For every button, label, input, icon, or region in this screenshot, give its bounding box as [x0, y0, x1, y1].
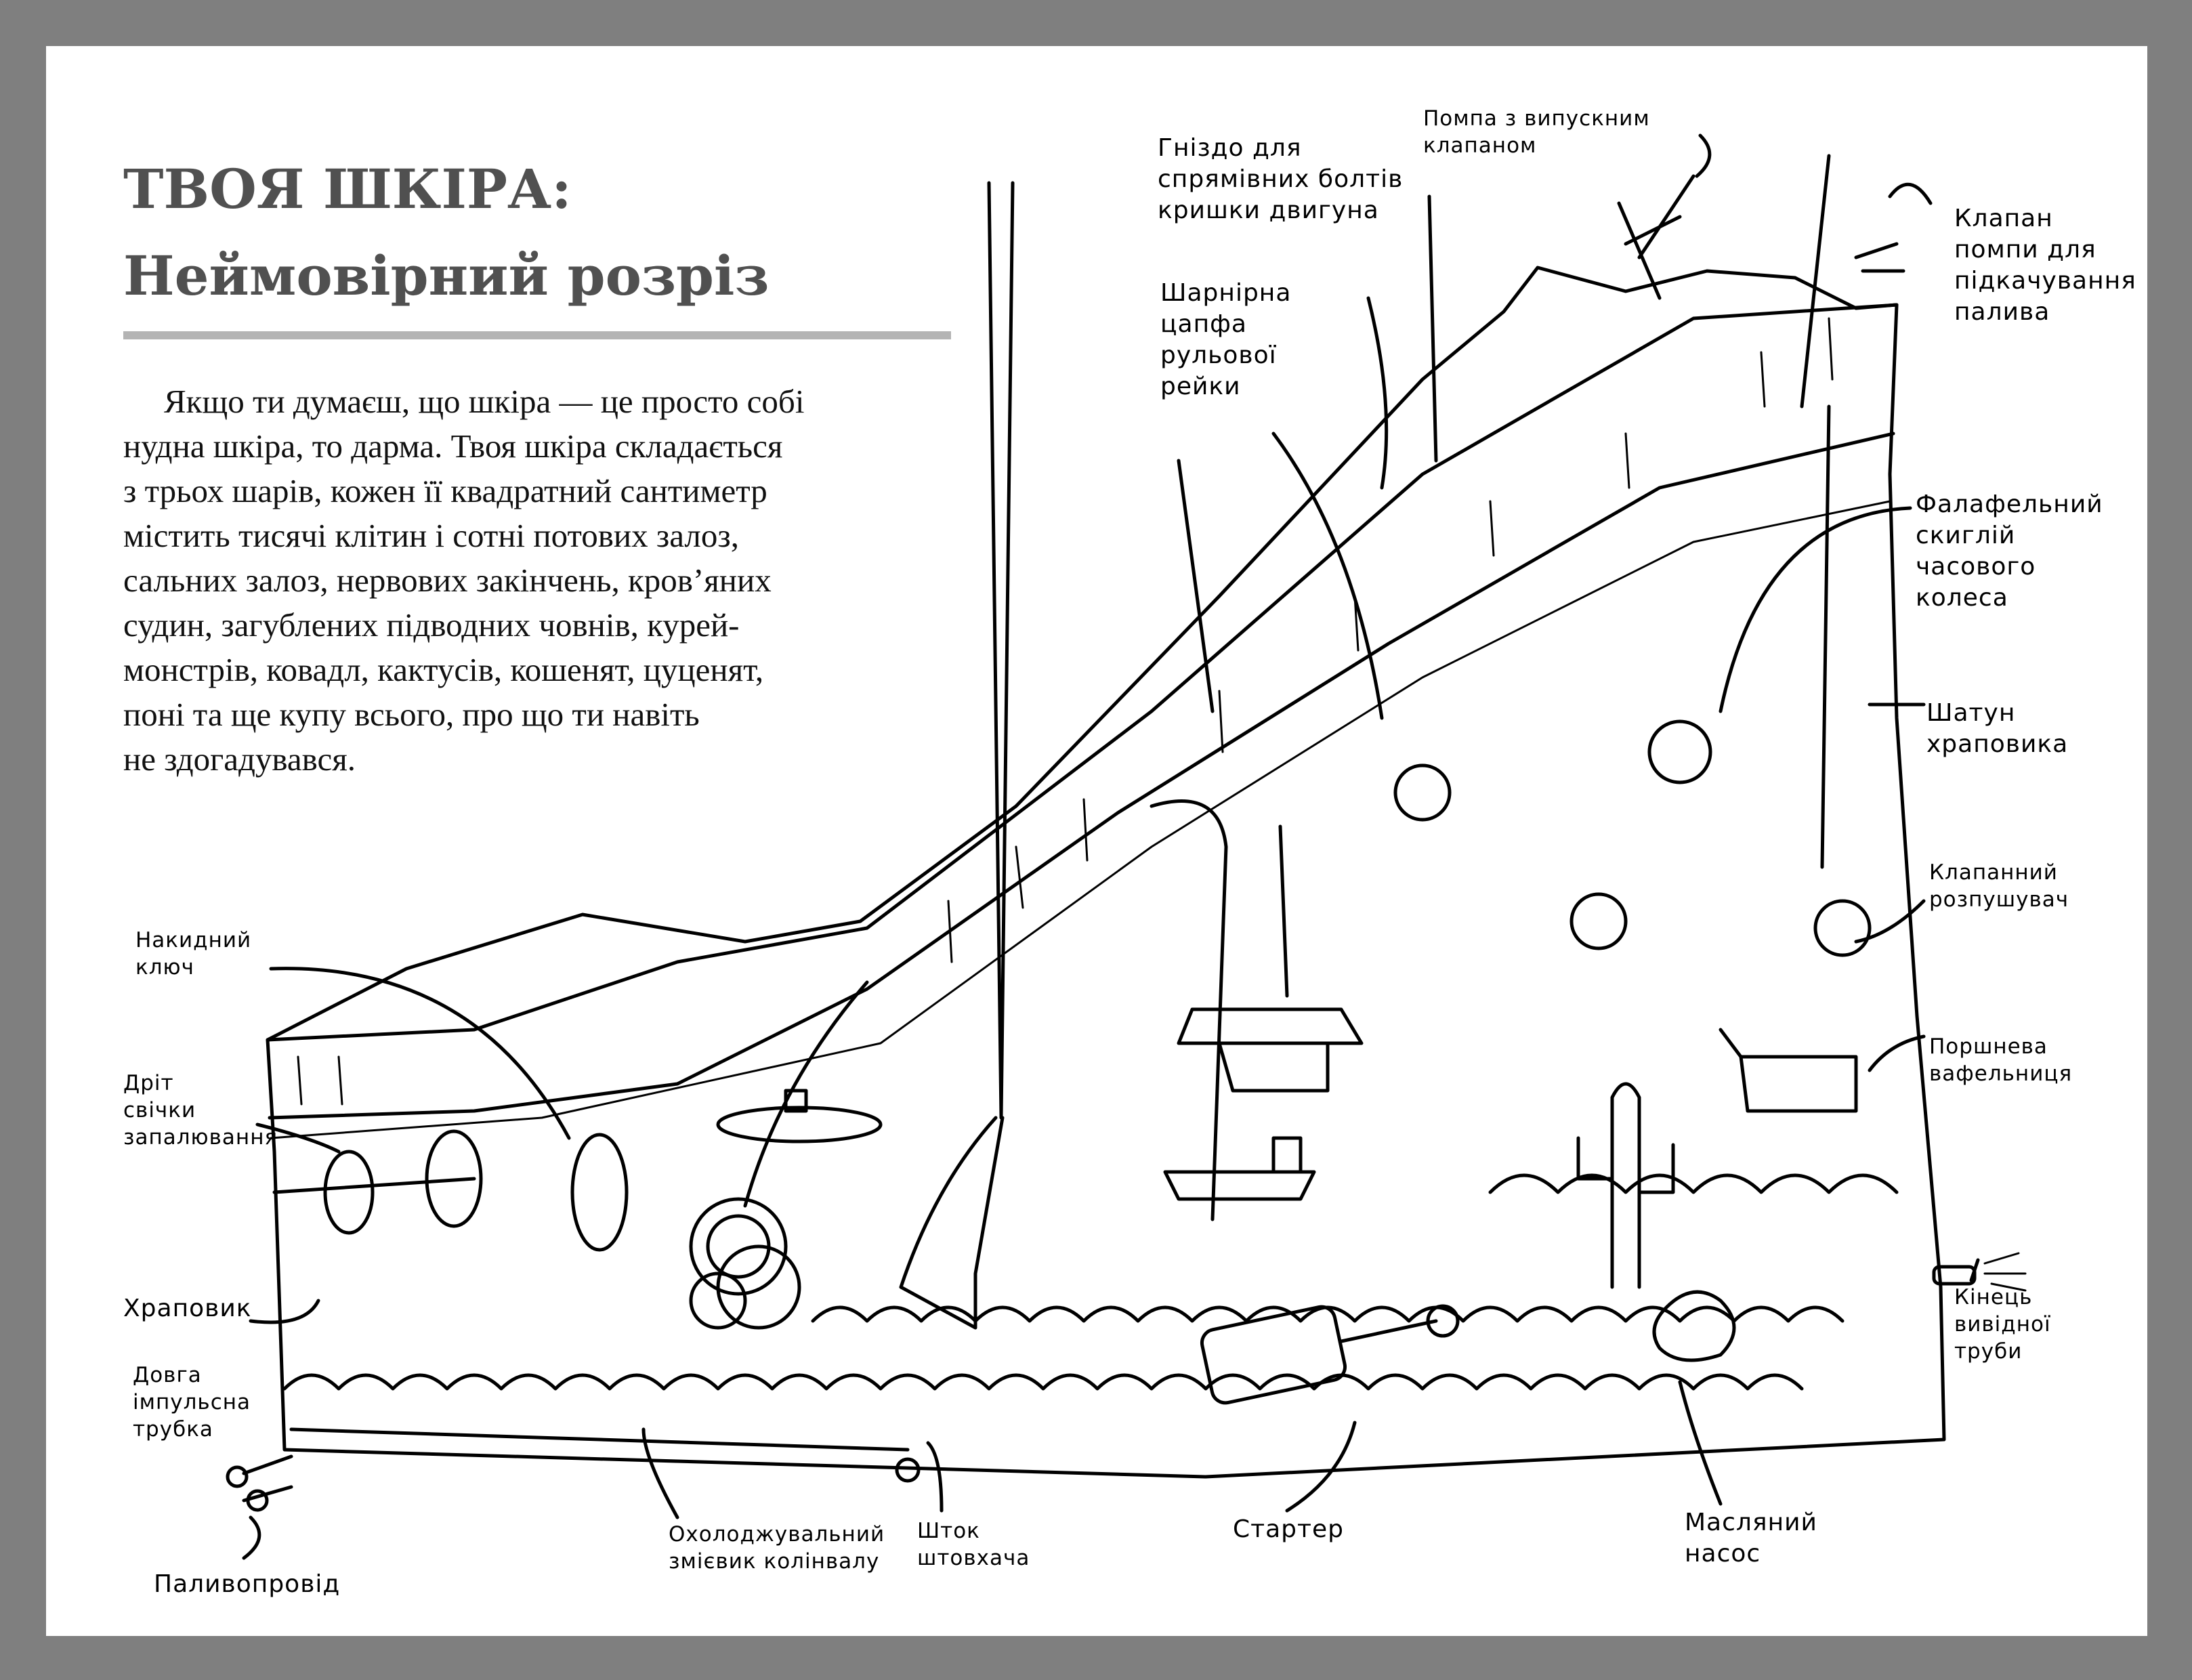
- intro-paragraph: Якщо ти думаєш, що шкіра — це просто соб…: [123, 379, 804, 782]
- label-falafel-whine-wheel: Фалафельний скиглій часового колеса: [1916, 490, 2103, 612]
- paragraph-line: судин, загублених підводних човнів, куре…: [123, 606, 740, 644]
- paragraph-line: сальних залоз, нервових закінчень, кров’…: [123, 562, 772, 599]
- hypodermis-line: [272, 799, 1228, 1221]
- title-line-2: Неймовірний розріз: [123, 244, 770, 308]
- gland: [570, 1133, 629, 1252]
- fuel-line-pipe: [242, 1427, 910, 1503]
- leader-lines: [242, 133, 1980, 1560]
- label-ratchet: Храповик: [123, 1295, 252, 1322]
- label-pump-with-release-valve: Помпа з випускним клапаном: [1423, 106, 1650, 158]
- kitten-icon: [1647, 719, 1712, 784]
- skin-block-outline: [266, 266, 1946, 1479]
- paragraph-line: Якщо ти думаєш, що шкіра — це просто соб…: [164, 383, 805, 420]
- impulse-tube-end: [246, 1489, 269, 1512]
- puppy-icon: [1569, 892, 1628, 950]
- paragraph-line: містить тисячі клітин і сотні потових за…: [123, 517, 739, 554]
- epidermis-bottom-line: [268, 432, 1895, 1120]
- paragraph-line: з трьох шарів, кожен її квадратний санти…: [123, 472, 767, 509]
- label-starter: Стартер: [1233, 1515, 1344, 1543]
- label-valve-fluffer: Клапанний розпушувач: [1929, 860, 2069, 912]
- oil-pump-blob: [1652, 1290, 1736, 1362]
- paragraph-line: нудна шкіра, то дарма. Твоя шкіра склада…: [123, 427, 783, 465]
- epidermis-top-line: [266, 303, 1899, 1042]
- mosquito-icon: [1617, 174, 1695, 300]
- pushrod-end: [895, 1457, 921, 1483]
- dermis-bottom-line: [270, 500, 1891, 1139]
- gland: [425, 1129, 483, 1228]
- fish-icon: [1813, 899, 1872, 957]
- label-fuel-pump-valve: Клапан помпи для підкачування палива: [1954, 205, 2136, 326]
- exhaust-spray: [1983, 1252, 2027, 1292]
- paragraph-line: поні та ще купу всього, про що ти навіть: [123, 696, 700, 733]
- paragraph-line: монстрів, ковадл, кактусів, кошенят, цуц…: [123, 651, 764, 688]
- hair-shaft-right: [1820, 404, 1831, 869]
- title-line-1: ТВОЯ ШКІРА:: [123, 157, 572, 221]
- label-fuel-line: Паливопровід: [154, 1570, 341, 1598]
- title-divider: [123, 331, 951, 339]
- gland: [323, 1150, 375, 1235]
- label-crankshaft-cooling-coil: Охолоджувальний змієвик колінвалу: [669, 1522, 885, 1574]
- monster-chicken-icon: [1393, 763, 1452, 822]
- label-steering-rack-trunnion: Шарнірна цапфа рульової рейки: [1160, 279, 1292, 400]
- fly-icon: [1854, 242, 1905, 273]
- starter-motor-icon: [1200, 1304, 1460, 1405]
- label-engine-cover-bolt-socket: Гніздо для спрямівних болтів кришки двиг…: [1158, 134, 1404, 224]
- label-ratchet-connecting-rod: Шатун храповика: [1926, 699, 2069, 758]
- fuel-line-end: [226, 1465, 249, 1488]
- hair-long: [987, 181, 1015, 1120]
- epidermis-hatching: [297, 317, 1834, 1106]
- label-oil-pump: Масляний насос: [1685, 1509, 1817, 1568]
- label-pushrod: Шток штовхача: [917, 1519, 1030, 1570]
- cactus-icon: [1576, 1082, 1675, 1289]
- hair: [1177, 154, 1831, 713]
- fat-cells: [282, 1173, 1899, 1391]
- ship-icon: [1163, 1136, 1316, 1201]
- hair-follicle: [899, 1116, 1005, 1330]
- anvil-package-icon: [1177, 824, 1364, 1093]
- label-piston-waffle-iron: Поршнева вафельниця: [1929, 1034, 2073, 1086]
- pony-icon: [1719, 1028, 1858, 1113]
- label-box-wrench: Накидний ключ: [135, 928, 252, 980]
- page-title: ТВОЯ ШКІРА: Неймовірний розріз: [123, 146, 769, 319]
- label-long-impulse-tube: Довга імпульсна трубка: [133, 1363, 251, 1442]
- submarine-icon: [716, 1089, 883, 1143]
- paragraph-line: не здогадувався.: [123, 740, 356, 778]
- label-spark-plug-wire: Дріт свічки запалювання: [123, 1071, 278, 1150]
- label-exhaust-pipe-end: Кінець вивідної труби: [1954, 1285, 2051, 1364]
